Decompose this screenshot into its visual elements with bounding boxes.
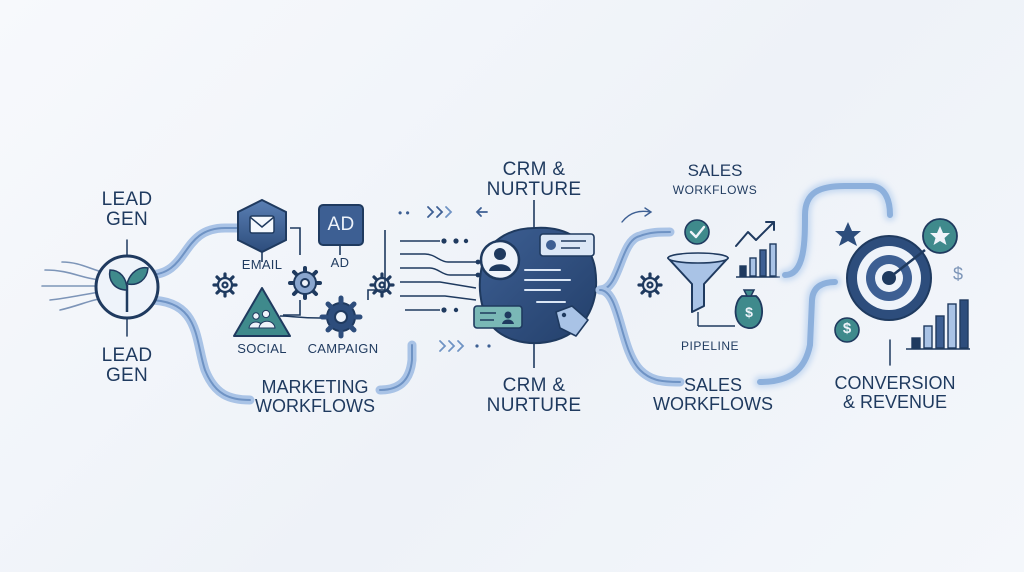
lead-gen-pipes (126, 223, 255, 405)
crm-top-line2: NURTURE (486, 178, 582, 200)
gear-icon-left (212, 272, 238, 298)
gear-icon-middle (288, 266, 322, 300)
check-circle-icon (684, 219, 710, 245)
tag-icon (555, 305, 589, 337)
funnel-icon (667, 252, 735, 327)
email-icon (237, 198, 287, 254)
flow-chevrons-top: • • (398, 206, 488, 220)
money-bag-symbol: $ (745, 304, 753, 320)
sales-bar-chart-icon (736, 243, 780, 278)
marketing-line1: MARKETING (261, 377, 369, 397)
revenue-bar-chart-icon (906, 299, 970, 350)
social-triangle-icon (233, 287, 291, 337)
ad-label: AD (330, 255, 350, 270)
sales-top-line2: WORKFLOWS (672, 182, 758, 197)
email-label: EMAIL (241, 257, 283, 272)
id-card-icon (473, 305, 523, 329)
lead-gen-bottom-line2: GEN (105, 364, 149, 386)
campaign-label: CAMPAIGN (307, 341, 379, 356)
dollar-coin-icon (834, 317, 860, 343)
marketing-line2: WORKFLOWS (255, 395, 375, 416)
gear-icon-campaign (319, 295, 363, 339)
crm-bottom-line1: CRM & (502, 375, 566, 396)
lead-gen-bottom-line1: LEAD (101, 345, 153, 366)
star-icon (835, 222, 861, 246)
contact-card-icon (539, 233, 595, 257)
sales-bottom-line2: WORKFLOWS (653, 393, 773, 414)
crm-title-bottom: CRM & NURTURE (474, 376, 594, 416)
conversion-line2: & REVENUE (842, 391, 948, 412)
gear-icon-sales (637, 272, 663, 298)
lead-gen-top-line2: GEN (105, 208, 149, 230)
conversion-revenue-title: CONVERSION & REVENUE (820, 374, 970, 412)
money-bag-icon (734, 289, 763, 329)
ad-box-label: AD (327, 214, 355, 235)
social-label: SOCIAL (237, 341, 287, 356)
circuit-dots (441, 238, 481, 313)
sales-top-line1: SALES (687, 161, 743, 180)
crm-top-line1: CRM & (502, 159, 566, 180)
trend-arrow-icon (735, 221, 775, 247)
flow-chevrons-bottom (439, 340, 491, 352)
star-circle-icon (922, 218, 958, 254)
sales-bottom-line1: SALES (683, 375, 743, 395)
target-icon (846, 235, 932, 321)
circuit-lines (400, 240, 477, 311)
dollar-coin-symbol: $ (842, 320, 852, 337)
sprout-icon (94, 254, 160, 320)
conversion-pipes (754, 180, 896, 388)
sales-title-top: SALES WORKFLOWS (660, 162, 770, 196)
lead-gen-title-bottom: LEAD GEN (92, 346, 162, 386)
ad-box-icon (318, 204, 364, 246)
crm-title-top: CRM & NURTURE (474, 160, 594, 200)
conversion-line1: CONVERSION (834, 373, 956, 393)
marketing-pipe (375, 340, 417, 395)
gear-icon-right (369, 272, 395, 298)
sales-title-bottom: SALES WORKFLOWS (648, 376, 778, 414)
dollar-sign-icon: $ (952, 264, 963, 284)
sales-pipes (595, 207, 685, 387)
lead-gen-title-top: LEAD GEN (92, 190, 162, 230)
crm-bottom-line2: NURTURE (486, 394, 582, 416)
motion-lines (41, 261, 105, 311)
svg-text:• •: • • (398, 206, 410, 220)
pipeline-label: PIPELINE (680, 339, 740, 353)
lead-gen-top-line1: LEAD (101, 189, 153, 210)
marketing-workflows-title: MARKETING WORKFLOWS (240, 378, 390, 416)
